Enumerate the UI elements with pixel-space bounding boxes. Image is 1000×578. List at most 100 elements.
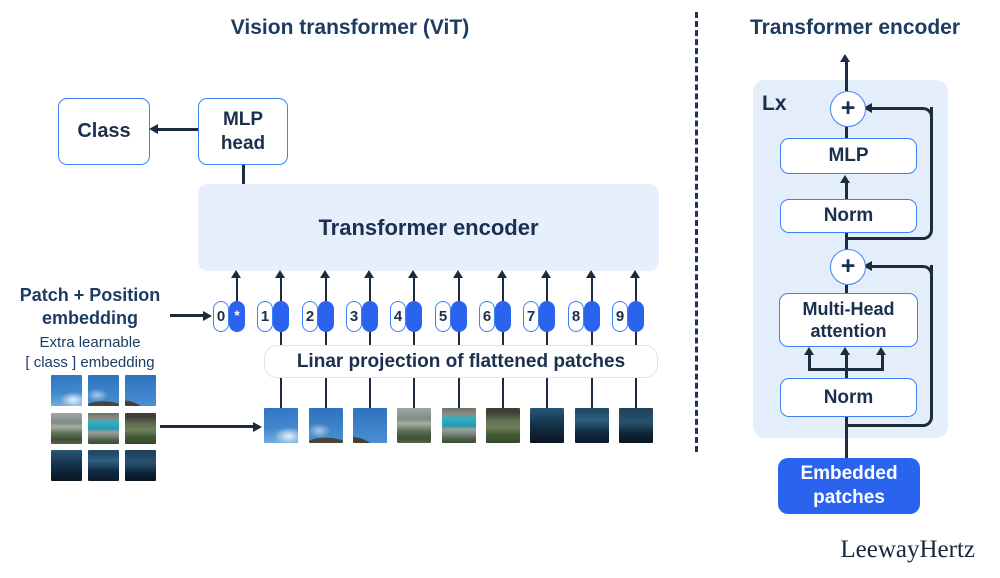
connector-line bbox=[845, 285, 848, 293]
connector-line bbox=[591, 378, 593, 408]
token-arrow-line bbox=[325, 277, 327, 301]
patch-embedding bbox=[362, 301, 378, 332]
patch-position-label: Patch + Position embedding bbox=[8, 284, 172, 330]
flattened-patch-4 bbox=[397, 408, 431, 443]
image-patch bbox=[88, 413, 119, 444]
input-line bbox=[845, 417, 848, 458]
qkv-line bbox=[808, 354, 811, 370]
connector-line bbox=[369, 378, 371, 408]
connector-line bbox=[635, 332, 637, 345]
linear-projection-box: Linar projection of flattened patches bbox=[264, 345, 658, 378]
patch-position-label-line2: embedding bbox=[41, 308, 138, 328]
connector-line bbox=[845, 233, 848, 250]
output-line bbox=[845, 61, 848, 91]
mlp-head-box: MLP head bbox=[198, 98, 288, 165]
token-index: 6 bbox=[479, 301, 495, 332]
token-arrow-line bbox=[635, 277, 637, 301]
image-patch bbox=[88, 375, 119, 406]
section-divider bbox=[695, 12, 698, 452]
connector-line bbox=[635, 378, 637, 408]
image-patch bbox=[88, 450, 119, 481]
token-8: 8 bbox=[568, 301, 600, 332]
mlp-head-line1: MLP bbox=[222, 108, 264, 130]
connector-line bbox=[458, 332, 460, 345]
qkv-arrowhead bbox=[804, 347, 814, 355]
connector-line bbox=[413, 378, 415, 408]
flattened-patch-1 bbox=[264, 408, 298, 443]
add-node-2: + bbox=[830, 249, 866, 285]
label-to-token-line bbox=[170, 314, 203, 317]
grid-to-row-arrowhead bbox=[253, 422, 262, 432]
connector-line bbox=[546, 332, 548, 345]
token-arrow-line bbox=[458, 277, 460, 301]
token-index: 1 bbox=[257, 301, 273, 332]
residual-arrowhead-2 bbox=[863, 261, 872, 271]
token-arrowhead bbox=[630, 270, 640, 278]
connector-line bbox=[325, 332, 327, 345]
token-0: 0 * bbox=[213, 301, 245, 332]
extra-learnable-label-line1: Extra learnable bbox=[39, 334, 141, 351]
patch-position-label-line1: Patch + Position bbox=[19, 285, 161, 305]
token-arrowhead bbox=[231, 270, 241, 278]
image-patch bbox=[125, 375, 156, 406]
token-arrow-line bbox=[502, 277, 504, 301]
token-arrow-line bbox=[546, 277, 548, 301]
right-section-title: Transformer encoder bbox=[749, 16, 961, 39]
token-9: 9 bbox=[612, 301, 644, 332]
token-arrowhead bbox=[497, 270, 507, 278]
token-arrowhead bbox=[408, 270, 418, 278]
token-arrow-line bbox=[236, 277, 238, 301]
token-index: 5 bbox=[435, 301, 451, 332]
token-5: 5 bbox=[435, 301, 467, 332]
patch-embedding bbox=[539, 301, 555, 332]
token-index: 7 bbox=[523, 301, 539, 332]
qkv-arrowhead bbox=[840, 347, 850, 355]
patch-embedding bbox=[628, 301, 644, 332]
token-index: 2 bbox=[302, 301, 318, 332]
label-to-token-arrowhead bbox=[203, 311, 212, 321]
connector-line bbox=[591, 332, 593, 345]
token-3: 3 bbox=[346, 301, 378, 332]
image-patch bbox=[125, 450, 156, 481]
token-index: 9 bbox=[612, 301, 628, 332]
residual-path-2 bbox=[872, 265, 933, 285]
token-6: 6 bbox=[479, 301, 511, 332]
image-patch bbox=[51, 450, 82, 481]
patch-embedding bbox=[318, 301, 334, 332]
qkv-line bbox=[845, 354, 848, 378]
connector-line bbox=[458, 378, 460, 408]
embedded-line2: patches bbox=[813, 487, 885, 508]
token-7: 7 bbox=[523, 301, 555, 332]
token-index: 0 bbox=[213, 301, 229, 332]
qkv-branch-line bbox=[808, 368, 884, 371]
connector-line bbox=[369, 332, 371, 345]
flattened-patch-6 bbox=[486, 408, 520, 443]
extra-learnable-label: Extra learnable [ class ] embedding bbox=[8, 333, 172, 373]
mlp-head-line2: head bbox=[220, 132, 266, 154]
token-arrowhead bbox=[586, 270, 596, 278]
patch-embedding bbox=[495, 301, 511, 332]
token-arrow-line bbox=[280, 277, 282, 301]
token-arrowhead bbox=[320, 270, 330, 278]
token-4: 4 bbox=[390, 301, 422, 332]
mha-line1: Multi-Head bbox=[802, 299, 895, 319]
token-arrow-line bbox=[591, 277, 593, 301]
extra-learnable-label-line2: [ class ] embedding bbox=[25, 354, 155, 371]
encoder-to-mlp-line bbox=[242, 165, 245, 185]
image-patch bbox=[125, 413, 156, 444]
token-arrowhead bbox=[541, 270, 551, 278]
token-arrowhead bbox=[275, 270, 285, 278]
norm-box-1: Norm bbox=[780, 199, 917, 233]
grid-to-row-line bbox=[160, 425, 253, 428]
patch-embedding bbox=[273, 301, 289, 332]
connector-line bbox=[413, 332, 415, 345]
flattened-patch-8 bbox=[575, 408, 609, 443]
connector-line bbox=[845, 182, 848, 199]
add-node-1: + bbox=[830, 91, 866, 127]
patch-embedding bbox=[451, 301, 467, 332]
transformer-encoder-box: Transformer encoder bbox=[198, 184, 659, 271]
residual-path-1 bbox=[872, 107, 933, 127]
connector-line bbox=[502, 378, 504, 408]
brand-logo: LeewayHertz bbox=[840, 536, 975, 563]
qkv-arrowhead bbox=[876, 347, 886, 355]
